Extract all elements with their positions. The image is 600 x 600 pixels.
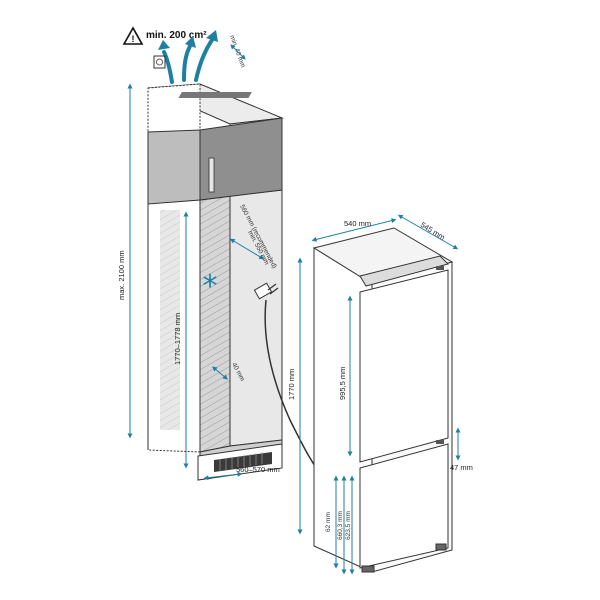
- appliance-width-dimension: [311, 218, 397, 242]
- power-outlet-icon: [153, 55, 166, 69]
- cabinet-handle: [208, 157, 215, 193]
- fridge-appliance: [312, 227, 454, 573]
- power-cord: [253, 282, 319, 471]
- top-gap-dimension: [230, 44, 246, 60]
- niche-width-dimension: [203, 471, 243, 481]
- appliance-depth-dimension: [397, 214, 459, 250]
- niche-side-panel: [160, 210, 180, 430]
- door-hinge: [436, 440, 444, 444]
- asterisk-marker: *: [203, 269, 218, 304]
- upper-door-label: 995,5 mm: [338, 367, 347, 400]
- warning-icon: !: [122, 26, 144, 45]
- rear-gap-dimension: [212, 366, 228, 380]
- appliance-width-label: 540 mm: [344, 219, 371, 228]
- niche-height-label: 1770–1778 mm: [173, 313, 182, 365]
- max-height-label: max. 2100 mm: [117, 250, 126, 300]
- door-hinge: [436, 266, 444, 270]
- bottom-6235-label: 623,5 mm: [345, 511, 352, 540]
- gap-label: 47 mm: [450, 463, 473, 472]
- appliance-depth-label: 545 mm: [419, 220, 447, 242]
- appliance-height-label: 1770 mm: [287, 369, 296, 400]
- bottom-62-label: 62 mm: [325, 512, 332, 532]
- plinth-grille: [197, 443, 283, 481]
- svg-text:!: !: [132, 34, 135, 44]
- ventilation-area-label: min. 200 cm²: [146, 30, 207, 41]
- depth-dimension: [229, 238, 265, 260]
- airflow-arrows-icon: [158, 30, 218, 84]
- niche-width-label: 560–570 mm: [236, 465, 280, 474]
- bottom-6603-label: 660,3 mm: [337, 511, 344, 540]
- top-vent-slot: [178, 92, 252, 98]
